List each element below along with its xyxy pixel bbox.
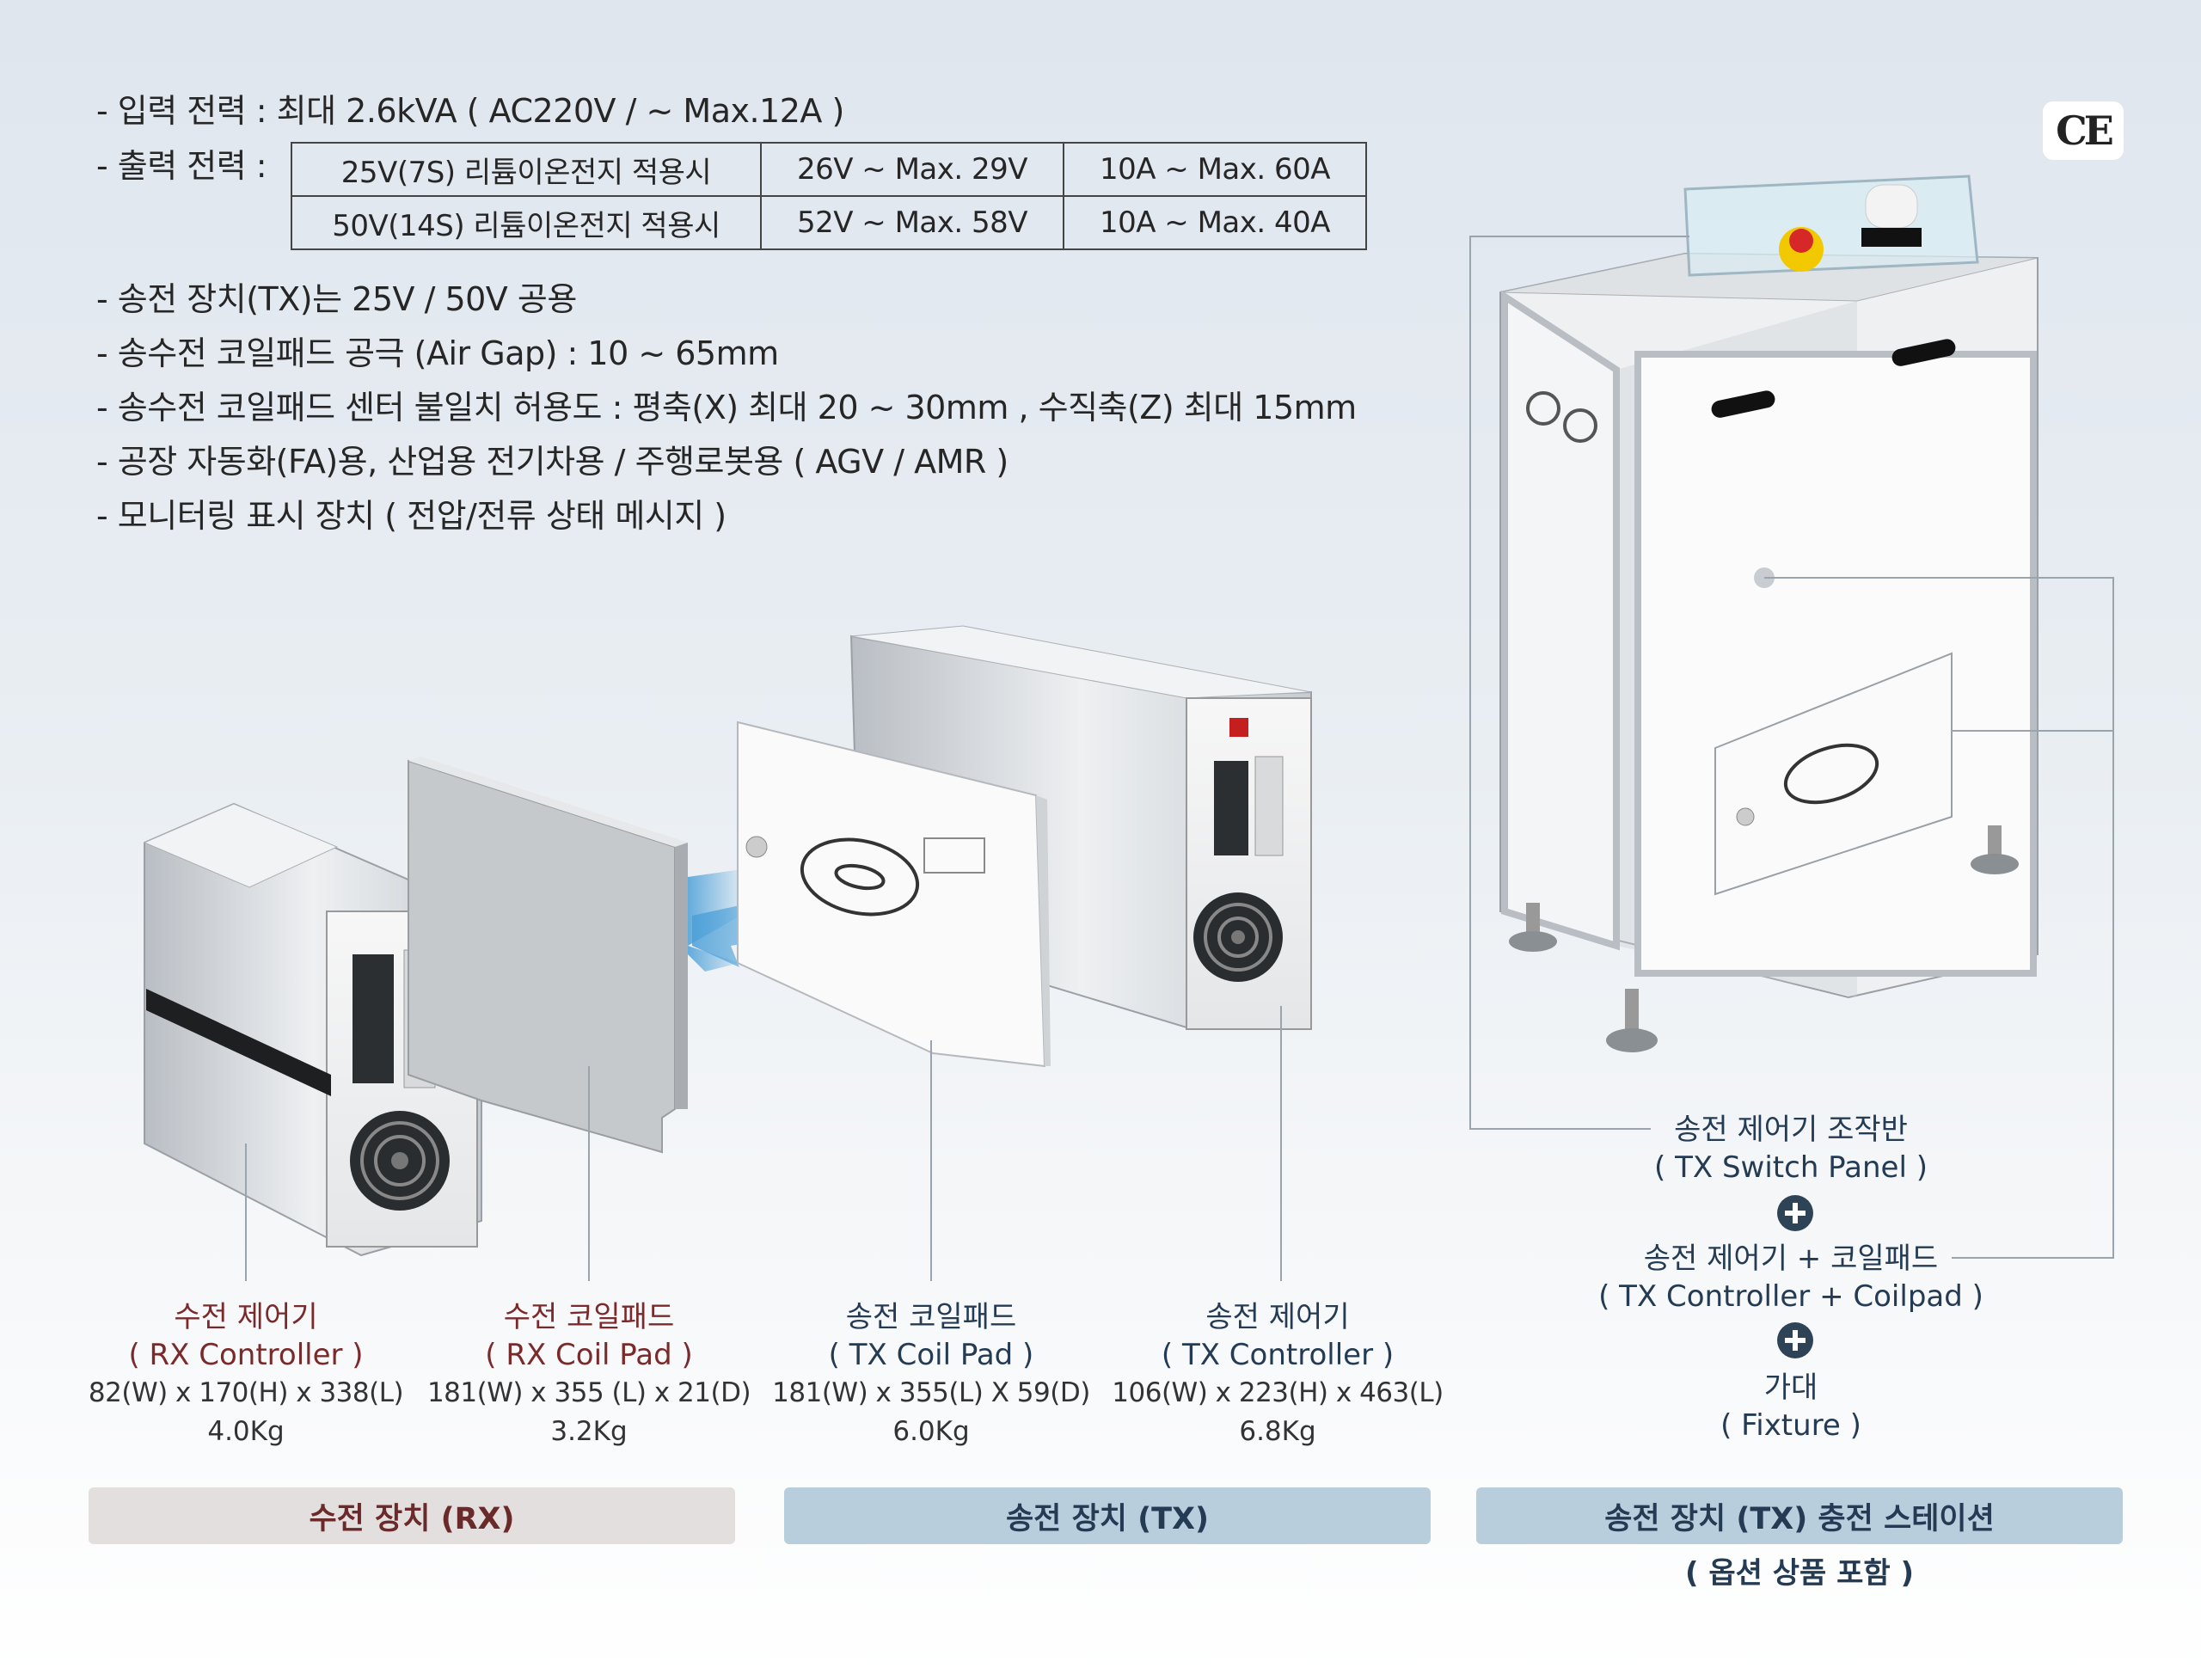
rx-coil-pad-weight: 3.2Kg	[550, 1416, 628, 1447]
station-category-bar: 송전 장치 (TX) 충전 스테이션	[1476, 1487, 2123, 1544]
table-row: 50V(14S) 리튬이온전지 적용시 52V ~ Max. 58V 10A ~…	[291, 195, 1367, 250]
tx-controller-weight: 6.8Kg	[1239, 1416, 1316, 1447]
table-cell: 52V ~ Max. 58V	[760, 195, 1064, 250]
table-cell: 26V ~ Max. 29V	[760, 142, 1064, 197]
rx-controller-weight: 4.0Kg	[207, 1416, 285, 1447]
tx-coil-pad-weight: 6.0Kg	[892, 1416, 970, 1447]
spec-line: - 송수전 코일패드 공극 (Air Gap) : 10 ~ 65mm	[96, 334, 779, 372]
spec-line: - 모니터링 표시 장치 ( 전압/전류 상태 메시지 )	[96, 497, 727, 535]
tx-controller-subtitle: ( TX Controller )	[1161, 1338, 1395, 1372]
callout-lines	[245, 236, 2114, 1281]
tx-category-bar: 송전 장치 (TX)	[784, 1487, 1431, 1544]
plus-icon	[1777, 1195, 1813, 1231]
station-switch-panel-subtitle: ( TX Switch Panel )	[1654, 1150, 1928, 1185]
tx-coil-pad-dimensions: 181(W) x 355(L) X 59(D)	[772, 1377, 1090, 1408]
rx-coil-pad-subtitle: ( RX Coil Pad )	[485, 1338, 693, 1372]
plus-icon	[1777, 1322, 1813, 1358]
charging-station-image	[1499, 175, 2039, 1052]
table-cell: 10A ~ Max. 40A	[1063, 195, 1367, 250]
rx-category-bar: 수전 장치 (RX)	[89, 1487, 735, 1544]
station-controller-coilpad-subtitle: ( TX Controller + Coilpad )	[1598, 1279, 1983, 1314]
input-power-spec: - 입력 전력 : 최대 2.6kVA ( AC220V / ~ Max.12A…	[96, 92, 844, 130]
rx-controller-name: 수전 제어기	[174, 1300, 318, 1334]
rx-coil-pad-image	[408, 757, 688, 1154]
spec-line: - 송전 장치(TX)는 25V / 50V 공용	[96, 280, 577, 318]
rx-controller-subtitle: ( RX Controller )	[128, 1338, 364, 1372]
tx-coil-pad-name: 송전 코일패드	[845, 1300, 1017, 1334]
station-fixture-label: 가대	[1763, 1370, 1818, 1405]
table-cell: 25V(7S) 리튬이온전지 적용시	[291, 142, 762, 197]
spec-line: - 송수전 코일패드 센터 불일치 허용도 : 평축(X) 최대 20 ~ 30…	[96, 389, 1357, 426]
table-cell: 50V(14S) 리튬이온전지 적용시	[291, 195, 762, 250]
station-switch-panel-label: 송전 제어기 조작반	[1674, 1113, 1908, 1147]
tx-controller-dimensions: 106(W) x 223(H) x 463(L)	[1112, 1377, 1444, 1408]
output-power-label: - 출력 전력 :	[96, 147, 267, 185]
spec-line: - 공장 자동화(FA)용, 산업용 전기차용 / 주행로봇용 ( AGV / …	[96, 443, 1009, 481]
tx-coil-pad-subtitle: ( TX Coil Pad )	[828, 1338, 1034, 1372]
station-controller-coilpad-label: 송전 제어기 + 코일패드	[1643, 1242, 1939, 1276]
table-cell: 10A ~ Max. 60A	[1063, 142, 1367, 197]
rx-controller-dimensions: 82(W) x 170(H) x 338(L)	[88, 1377, 404, 1408]
rx-coil-pad-name: 수전 코일패드	[503, 1300, 675, 1334]
station-fixture-subtitle: ( Fixture )	[1720, 1408, 1861, 1443]
ce-mark-logo: CE	[2043, 101, 2124, 160]
station-option-note: ( 옵션 상품 포함 )	[1684, 1556, 1915, 1591]
output-power-table: 25V(7S) 리튬이온전지 적용시 26V ~ Max. 29V 10A ~ …	[291, 142, 1367, 250]
table-row: 25V(7S) 리튬이온전지 적용시 26V ~ Max. 29V 10A ~ …	[291, 142, 1367, 197]
tx-controller-name: 송전 제어기	[1205, 1300, 1350, 1334]
tx-coil-pad-image	[737, 720, 1051, 1068]
rx-coil-pad-dimensions: 181(W) x 355 (L) x 21(D)	[426, 1377, 751, 1408]
